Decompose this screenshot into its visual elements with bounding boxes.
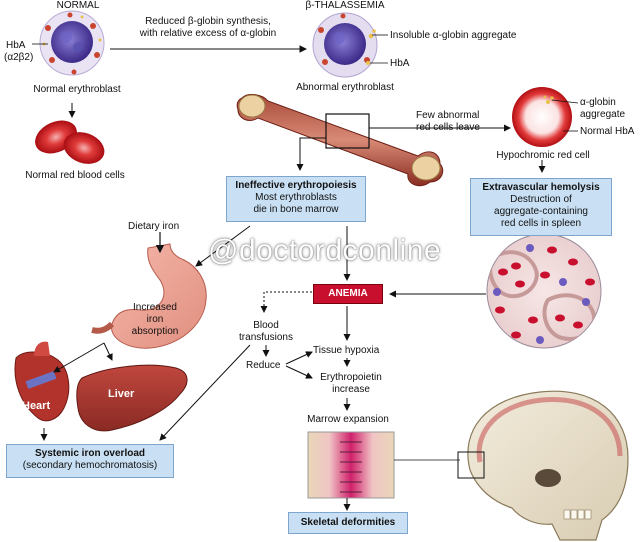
extravascular-title: Extravascular hemolysis bbox=[482, 182, 600, 193]
insoluble-aggregate-label: Insoluble α-globin aggregate bbox=[390, 30, 517, 41]
hba-left-label: HbA bbox=[6, 40, 26, 51]
beta-thalassemia-heading: β-THALASSEMIA bbox=[305, 0, 385, 11]
marrow-expansion-label: Marrow expansion bbox=[307, 414, 389, 425]
abnormal-erythroblast-label: Abnormal erythroblast bbox=[296, 82, 394, 93]
ineffective-line2: die in bone marrow bbox=[253, 204, 339, 215]
skeletal-title: Skeletal deformities bbox=[300, 517, 396, 528]
bone-zoom-box bbox=[325, 113, 370, 149]
hba-left-formula: (α2β2) bbox=[4, 52, 34, 63]
blood-transfusions-line2: transfusions bbox=[239, 332, 293, 343]
heart-label: Heart bbox=[22, 400, 51, 412]
normal-rbc-label: Normal red blood cells bbox=[25, 170, 125, 181]
iron-overload-box: Systemic iron overload (secondary hemoch… bbox=[6, 444, 174, 478]
arrow-transfusions-to-iron bbox=[159, 344, 251, 441]
iron-overload-title: Systemic iron overload bbox=[34, 448, 146, 459]
liver-label: Liver bbox=[108, 388, 135, 400]
ineffective-title: Ineffective erythropoiesis bbox=[235, 180, 357, 191]
hypochromic-cell-icon bbox=[512, 87, 572, 147]
arrow-anemia-to-transfusions bbox=[260, 291, 312, 313]
few-abnormal-line2: red cells leave bbox=[416, 122, 480, 133]
normal-hba-label: Normal HbA bbox=[580, 126, 635, 137]
marrow-expansion-icon bbox=[307, 431, 395, 499]
normal-rbc-icon bbox=[35, 120, 105, 164]
stomach-icon bbox=[91, 243, 207, 349]
increased-absorption-line2: iron bbox=[146, 314, 164, 325]
hypochromic-label: Hypochromic red cell bbox=[496, 150, 590, 161]
hba-right-label: HbA bbox=[390, 58, 410, 69]
watermark: @doctordconline bbox=[208, 234, 442, 267]
arrow-to-liver bbox=[103, 342, 113, 361]
increased-absorption-line1: Increased bbox=[133, 302, 177, 313]
few-abnormal-line1: Few abnormal bbox=[416, 110, 480, 121]
reduced-synthesis-line2: with relative excess of α-globin bbox=[139, 28, 277, 39]
bone-icon bbox=[236, 93, 444, 187]
blood-transfusions-line1: Blood bbox=[253, 320, 279, 331]
ineffective-line1: Most erythroblasts bbox=[255, 192, 337, 203]
iron-overload-line1: (secondary hemochromatosis) bbox=[22, 460, 158, 471]
skeletal-deformities-box: Skeletal deformities bbox=[288, 512, 408, 534]
normal-erythroblast-label: Normal erythroblast bbox=[33, 84, 121, 95]
extravascular-line2: aggregate-containing bbox=[494, 206, 588, 217]
extravascular-line3: red cells in spleen bbox=[500, 218, 582, 229]
epo-line2: increase bbox=[332, 384, 370, 395]
anemia-badge: ANEMIA bbox=[313, 284, 383, 304]
liver-icon bbox=[76, 364, 188, 432]
alpha-globin-line1: α-globin bbox=[580, 97, 616, 108]
normal-erythroblast-icon bbox=[39, 10, 105, 76]
spleen-section-icon bbox=[486, 233, 602, 349]
reduced-synthesis-line1: Reduced β-globin synthesis, bbox=[145, 16, 271, 27]
abnormal-erythroblast-icon bbox=[312, 12, 378, 78]
alpha-globin-line2: aggregate bbox=[580, 109, 626, 120]
dietary-iron-label: Dietary iron bbox=[128, 221, 180, 232]
increased-absorption-line3: absorption bbox=[131, 326, 179, 337]
skull-icon bbox=[457, 390, 629, 541]
ineffective-erythropoiesis-box: Ineffective erythropoiesis Most erythrob… bbox=[226, 176, 366, 222]
arrow-ineffective-to-stomach bbox=[195, 225, 251, 267]
extravascular-hemolysis-box: Extravascular hemolysis Destruction of a… bbox=[470, 178, 612, 236]
reduce-label: Reduce bbox=[246, 360, 281, 371]
normal-heading: NORMAL bbox=[56, 0, 100, 11]
arrow-to-ineffective bbox=[296, 137, 326, 171]
tissue-hypoxia-label: Tissue hypoxia bbox=[313, 345, 380, 356]
extravascular-line1: Destruction of bbox=[510, 194, 572, 205]
epo-line1: Erythropoietin bbox=[320, 372, 382, 383]
arrow-to-heart bbox=[53, 342, 105, 373]
